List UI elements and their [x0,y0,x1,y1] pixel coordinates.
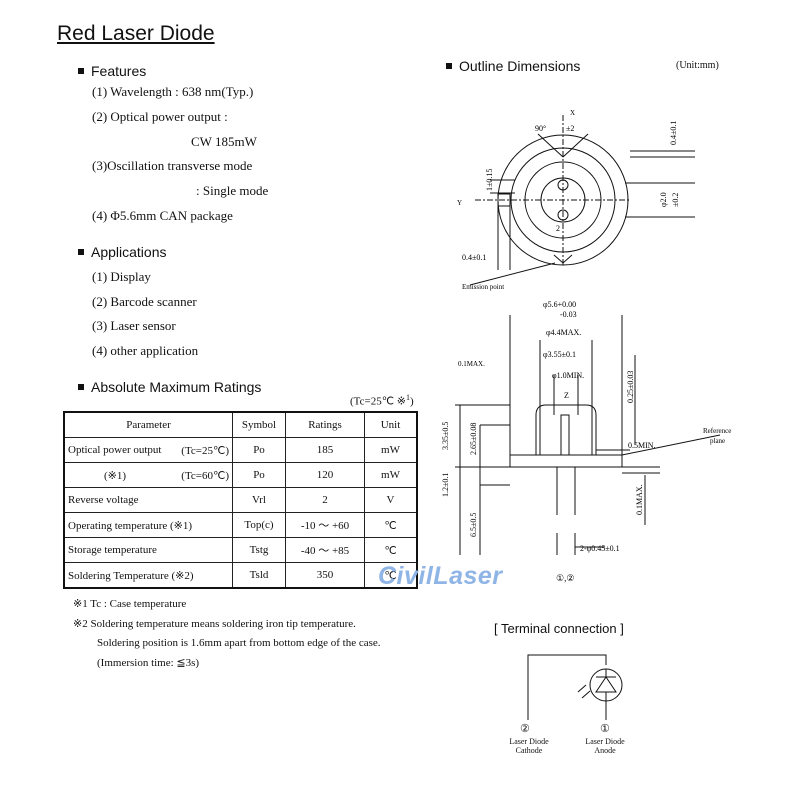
rating-cell: 350 [285,562,365,589]
table-row: Operating temperature (※1) Top(c) -10 ～ … [63,512,418,538]
dim-05: 0.5MIN. [628,441,656,450]
dim-01: 0.1MAX. [458,360,485,368]
ratings-condition: (Tc=25℃ ※1) [350,393,414,408]
header-parameter: Parameter [63,411,233,438]
bullet-square-icon [78,249,84,255]
outline-heading: Outline Dimensions [446,58,580,74]
dim-20: φ2.0 [659,192,668,207]
feature-item: (2) Optical power output : [92,109,228,124]
pin2-label: 2 [556,224,560,233]
bullet-square-icon [78,68,84,74]
y-axis-label: Y [457,199,462,207]
dim-56: φ5.6+0.00 [543,300,576,309]
param-cell: Storage temperature [63,537,233,563]
feature-item: (3)Oscillation transverse mode [92,158,253,173]
symbol-cell: Vrl [232,487,286,513]
outline-drawing: 90° ±2 X Y 2 1±0.15 0.4±0.1 φ2.0 ±0.2 0.… [441,109,731,583]
param-cell: (※1)(Tc=60℃) [63,462,233,488]
dim-01b: 0.1MAX. [635,484,644,515]
unit-cell: mW [364,437,418,463]
watermark-logo: CivilLaser [378,562,503,590]
x-axis-label: X [570,109,575,117]
table-row: (※1)(Tc=60℃) Po 120 mW [63,462,418,488]
unit-cell: mW [364,462,418,488]
table-row: Reverse voltage Vrl 2 V [63,487,418,513]
feature-item: CW 185mW [191,134,257,149]
dim-44: φ4.4MAX. [546,328,581,337]
dim-265: 2.65±0.08 [469,423,478,455]
note-2-line2: Soldering position is 1.6mm apart from b… [97,637,381,649]
param-cell: Optical power output(Tc=25℃) [63,437,233,463]
unit-cell: ℃ [364,537,418,563]
pins-label: ①,② [556,573,574,583]
application-item: (2) Barcode scanner [92,294,197,309]
rating-cell: -40 ～ +85 [285,537,365,563]
unit-cell: ℃ [364,562,418,589]
symbol-cell: Po [232,437,286,463]
rating-cell: 185 [285,437,365,463]
feature-item: : Single mode [196,183,269,198]
rating-cell: -10 ～ +60 [285,512,365,538]
dim-12: 1.2±0.1 [441,473,450,497]
outline-unit: (Unit:mm) [676,60,719,71]
bullet-square-icon [78,384,84,390]
applications-heading: Applications [78,244,167,260]
reference-plane-label: plane [710,437,725,445]
emission-point-label: Emission point [462,283,504,291]
note-1: ※1 Tc : Case temperature [73,598,187,610]
header-unit: Unit [364,411,418,438]
symbol-cell: Tstg [232,537,286,563]
features-heading: Features [78,63,146,79]
reference-label: Reference [703,427,731,435]
angle-tol: ±2 [566,124,574,133]
z-label: Z [564,391,569,400]
ratings-table: Parameter Symbol Ratings Unit Optical po… [63,411,418,589]
table-row: Storage temperature Tstg -40 ～ +85 ℃ [63,537,418,563]
pins-dim: 2-φ0.45±0.1 [580,544,620,553]
note-2-line3: (Immersion time: ≦3s) [97,657,200,669]
rating-cell: 2 [285,487,365,513]
dim-355: φ3.55±0.1 [543,350,576,359]
dim-pm02: ±0.2 [671,193,680,207]
feature-item: (4) Φ5.6mm CAN package [92,208,233,223]
anode-pin-number: ① [600,723,610,735]
note-2: ※2 Soldering temperature means soldering… [73,618,356,630]
cathode-pin-number: ② [520,723,530,735]
dim-335: 3.35±0.5 [441,422,450,450]
terminal-schematic [527,654,623,720]
dim-56b: -0.03 [560,310,577,319]
symbol-cell: Top(c) [232,512,286,538]
param-cell: Operating temperature (※1) [63,512,233,538]
unit-cell: V [364,487,418,513]
dim-04-top: 0.4±0.1 [669,121,678,145]
symbol-cell: Po [232,462,286,488]
rating-cell: 120 [285,462,365,488]
dim-025: 0.25±0.03 [626,371,635,403]
table-row: Soldering Temperature (※2) Tsld 350 ℃ [63,562,418,589]
application-item: (4) other application [92,343,199,358]
header-ratings: Ratings [285,411,365,438]
symbol-cell: Tsld [232,562,286,589]
header-symbol: Symbol [232,411,286,438]
dim-10: φ1.0MIN. [552,371,584,380]
dim-04-left: 0.4±0.1 [462,253,486,262]
application-item: (3) Laser sensor [92,318,176,333]
param-cell: Reverse voltage [63,487,233,513]
page-title: Red Laser Diode [57,22,215,45]
dim-65: 6.5±0.5 [469,513,478,537]
table-row: Optical power output(Tc=25℃) Po 185 mW [63,437,418,463]
ratings-heading: Absolute Maximum Ratings [78,379,261,395]
bullet-square-icon [446,63,452,69]
dim-1: 1±0.15 [485,169,494,191]
feature-item: (1) Wavelength : 638 nm(Typ.) [92,84,254,99]
table-header-row: Parameter Symbol Ratings Unit [63,411,418,438]
terminal-heading: [ Terminal connection ] [494,621,624,636]
unit-cell: ℃ [364,512,418,538]
application-item: (1) Display [92,269,151,284]
angle-label: 90° [535,124,546,133]
param-cell: Soldering Temperature (※2) [63,562,233,589]
